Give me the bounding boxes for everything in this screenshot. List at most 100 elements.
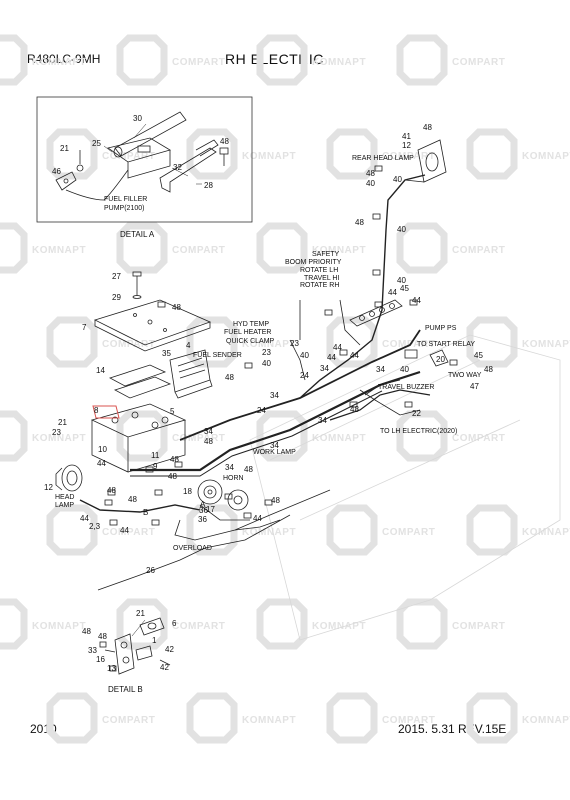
label-overload: OVERLOAD [173,545,212,552]
callout-34d: 34 [376,365,385,374]
part-30: 30 [133,114,142,123]
label-to-start-relay: TO START RELAY [417,341,475,348]
label-travel-buzzer: TRAVEL BUZZER [378,384,434,391]
bracket-b [114,633,135,675]
label-two-way: TWO WAY [448,372,482,379]
frame-outline [249,334,561,641]
filler-pipe [114,111,187,157]
callout-44d: 44 [327,353,336,362]
svg-text:KOMNAPT: KOMNAPT [312,245,366,256]
callout-26: 26 [146,566,155,575]
watermark-tile: COMPART [46,316,155,368]
callout-36: 36 [199,506,208,515]
fuel-filler-label-1: FUEL FILLER [104,196,147,203]
watermark-tile: KOMNAPT [256,34,366,86]
callout-34f: 34 [270,441,279,450]
bolt-21 [76,164,84,172]
bolt-27 [132,271,142,277]
svg-text:KOMNAPT: KOMNAPT [522,339,570,350]
watermark-layer: KOMNAPT COMPART KOMNAPT COMPART COMPART KOMNA… [0,34,570,744]
callout-48c: 48 [355,218,364,227]
connector-48 [219,147,229,155]
svg-text:COMPART: COMPART [102,715,155,726]
detail-b-part-1: 1 [152,636,157,645]
svg-text:KOMNAPT: KOMNAPT [32,245,86,256]
part-21: 21 [60,144,69,153]
callout-4: 4 [186,341,191,350]
callout-29: 29 [112,293,121,302]
label-pump-ps: PUMP PS [425,325,457,332]
callout-44e: 44 [350,351,359,360]
svg-text:KOMNAPT: KOMNAPT [312,621,366,632]
callout-40d: 40 [397,276,406,285]
callout-14: 14 [96,366,105,375]
head-lamp [61,464,83,492]
watermark-tile: COMPART [396,598,505,650]
callout-23b: 23 [290,339,299,348]
svg-text:KOMNAPT: KOMNAPT [32,433,86,444]
watermark-tile: KOMNAPT [256,222,366,274]
svg-text:KOMNAPT: KOMNAPT [32,621,86,632]
detail-b-caption: DETAIL B [108,685,143,694]
watermark-tile: KOMNAPT [466,316,570,368]
svg-text:COMPART: COMPART [452,621,505,632]
callout-48e: 48 [225,373,234,382]
mark-b: B [143,508,148,517]
detail-a-frame [36,96,253,223]
footer-revision: 2015. 5.31 REV.15E [398,722,507,736]
label-work-lamp: WORK LAMP [253,449,296,456]
callout-48b: 48 [366,169,375,178]
svg-text:COMPART: COMPART [172,621,225,632]
svg-text:COMPART: COMPART [102,339,155,350]
callout-44i: 44 [253,514,262,523]
two-way-connector [429,349,449,367]
svg-text:COMPART: COMPART [452,57,505,68]
detail-b-part-42b: 42 [160,663,169,672]
callout-21: 21 [58,418,67,427]
svg-text:KOMNAPT: KOMNAPT [312,57,366,68]
callout-48l: 48 [107,486,116,495]
watermark-tile: KOMNAPT [0,222,86,274]
rear-harness [299,174,426,399]
detail-a-caption: DETAIL A [120,230,155,239]
bracket [159,147,217,193]
detail-b [99,617,171,675]
detail-b-part-16: 16 [96,655,105,664]
callout-48i: 48 [170,455,179,464]
callout-12: 12 [402,141,411,150]
callout-7: 7 [82,323,87,332]
label-to-lh-electric: TO LH ELECTRIC(2020) [380,428,457,435]
right-harness [329,389,431,421]
callout-34g: 34 [225,463,234,472]
callout-40f: 40 [300,351,309,360]
callout-48j: 48 [244,465,253,474]
callout-23c: 23 [52,428,61,437]
callout-40: 40 [366,179,375,188]
watermark-tile: KOMNAPT [186,692,296,744]
watermark-tile: COMPART [46,128,155,180]
label-rotate-rh: ROTATE RH [300,282,339,289]
detail-a-text: 30 25 21 46 48 32 28 FUEL FILLER PUMP(21… [52,114,229,239]
callout-44h: 44 [120,526,129,535]
detail-b-part-21: 21 [136,609,145,618]
watermark-tile: KOMNAPT [466,504,570,556]
watermark-tile: COMPART [396,222,505,274]
watermark-tile: KOMNAPT [0,34,86,86]
watermark-tile: COMPART [396,410,505,462]
callout-11: 11 [151,451,160,460]
mark-a: A [200,500,206,509]
callout-40e: 40 [262,359,271,368]
detail-b-part-33: 33 [88,646,97,655]
callout-22: 22 [412,409,421,418]
callout-34c: 34 [318,416,327,425]
part-28: 28 [204,181,213,190]
detail-b-part-6: 6 [172,619,177,628]
detail-b-part-48: 48 [82,627,91,636]
watermark-tile: KOMNAPT [186,316,296,368]
callout-44b: 44 [412,296,421,305]
start-relay-connector [404,349,418,359]
svg-text:COMPART: COMPART [382,339,435,350]
label-fuel-sender: FUEL SENDER [193,352,242,359]
callout-48d: 48 [172,303,181,312]
